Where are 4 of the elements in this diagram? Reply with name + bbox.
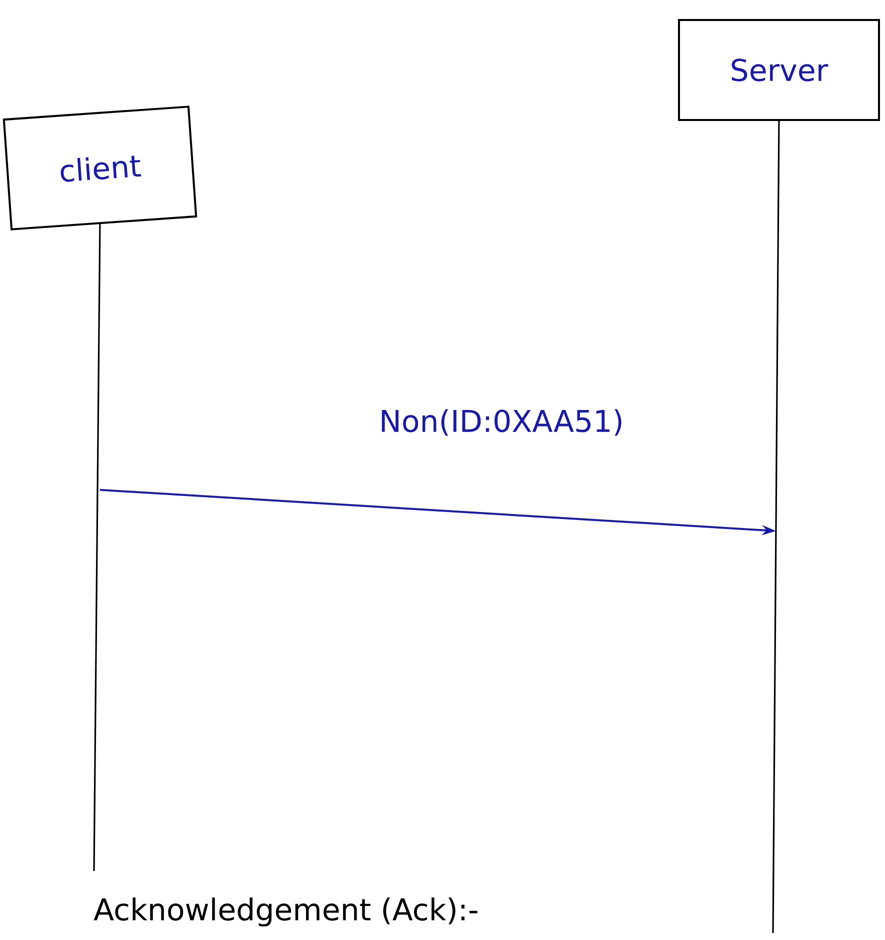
message-label: Non(ID:0XAA51) bbox=[382, 409, 622, 436]
note-text: Acknowledgement (Ack):- bbox=[94, 898, 478, 927]
lifeline-box: Server bbox=[678, 19, 880, 934]
lifeline-box: client bbox=[2, 106, 198, 872]
